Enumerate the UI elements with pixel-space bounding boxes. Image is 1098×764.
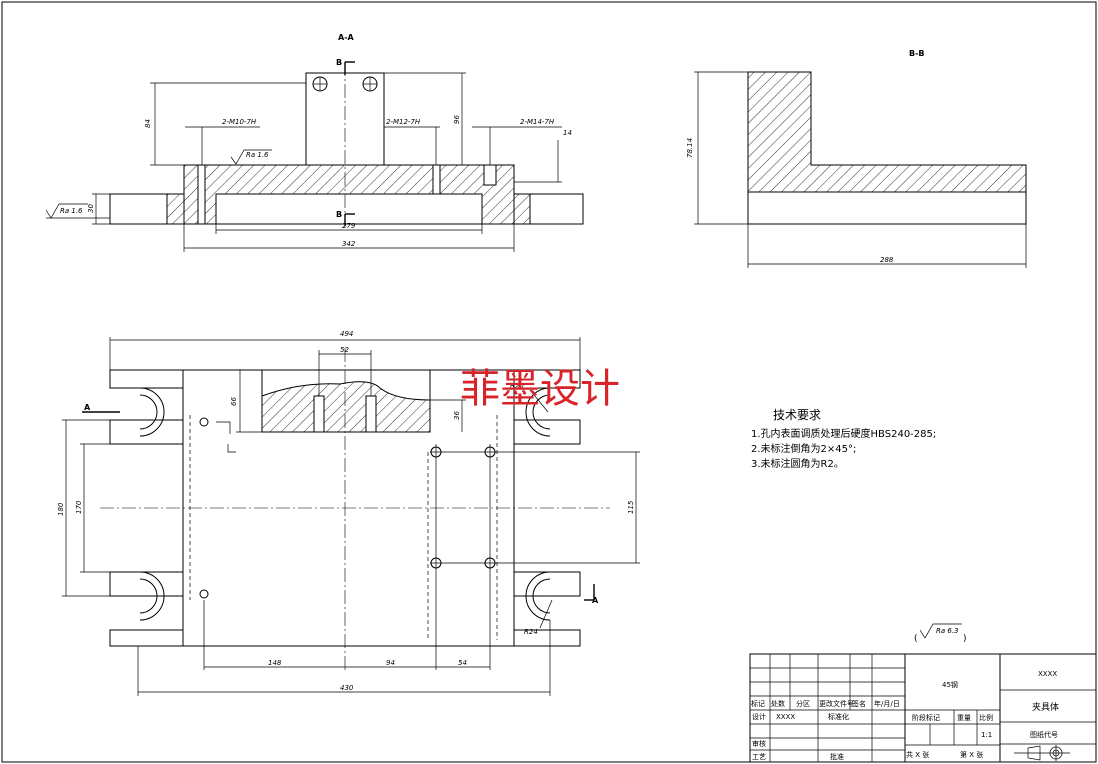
radius-r24: R24 <box>524 628 538 636</box>
dim-54: 54 <box>458 659 467 667</box>
tb-design-value: XXXX <box>776 713 795 721</box>
dim-52: 52 <box>340 346 349 354</box>
tb-sheets-total: 共 X 张 <box>906 750 929 759</box>
dim-30: 30 <box>87 204 95 213</box>
dim-96: 96 <box>453 115 461 124</box>
dim-170: 170 <box>75 500 83 514</box>
dim-279: 279 <box>342 222 356 230</box>
tech-req-line-3: 3.未标注圆角为R2。 <box>751 457 844 470</box>
cut-b-bottom: B <box>336 210 342 219</box>
svg-text:(: ( <box>914 634 918 644</box>
dim-342: 342 <box>342 240 356 248</box>
cut-a-right: A <box>592 596 599 605</box>
tb-review-label: 审核 <box>752 739 766 748</box>
dim-148: 148 <box>268 659 282 667</box>
technical-requirements: 技术要求 1.孔内表面调质处理后硬度HBS240-285; 2.未标注倒角为2×… <box>751 408 936 470</box>
dim-66: 66 <box>230 397 238 406</box>
general-roughness: ( Ra 6.3 ) <box>914 623 967 644</box>
section-b-b-label: B-B <box>909 49 925 58</box>
cut-b-top: B <box>336 58 342 67</box>
tb-sheet-num: 第 X 张 <box>960 750 983 759</box>
tb-header-date: 年/月/日 <box>874 699 900 708</box>
section-b-b-view: B-B 78.14 288 <box>686 49 1027 268</box>
title-block: 标记 处数 分区 更改文件号 签名 年/月/日 设计 XXXX 标准化 审核 工… <box>749 653 1097 763</box>
tb-weight: 重量 <box>957 714 971 722</box>
tb-company: XXXX <box>1038 670 1057 678</box>
tech-req-line-2: 2.未标注倒角为2×45°; <box>751 442 856 455</box>
tb-header-zone: 分区 <box>796 699 810 708</box>
tb-material: 45钢 <box>942 680 958 689</box>
tb-header-count: 处数 <box>771 699 785 708</box>
dim-78: 78.14 <box>686 138 694 158</box>
dim-288: 288 <box>880 256 894 264</box>
thread-m10: 2-M10-7H <box>222 118 257 126</box>
dim-94: 94 <box>386 659 395 667</box>
roughness-ra63: Ra 6.3 <box>936 627 959 635</box>
tb-design-label: 设计 <box>752 712 766 721</box>
dim-14: 14 <box>563 129 572 137</box>
section-a-a-label: A-A <box>338 33 355 42</box>
dim-115: 115 <box>627 500 635 514</box>
tech-req-title: 技术要求 <box>773 408 821 422</box>
tb-scale-label: 比例 <box>979 713 993 722</box>
roughness-ra16-left: Ra 1.6 <box>60 207 83 215</box>
tb-scale: 1:1 <box>981 731 992 739</box>
tb-process-label: 工艺 <box>752 753 766 761</box>
tb-part-name: 夹具体 <box>1032 701 1059 713</box>
tb-header-sign: 签名 <box>852 699 866 708</box>
thread-m12: 2-M12-7H <box>386 118 421 126</box>
tb-header-change-doc: 更改文件号 <box>819 699 854 708</box>
dim-494: 494 <box>340 330 353 338</box>
watermark: 菲墨设计 <box>460 366 620 412</box>
dim-84: 84 <box>144 119 152 128</box>
dim-180: 180 <box>57 502 65 516</box>
tb-header-mark: 标记 <box>751 699 765 708</box>
thread-m14: 2-M14-7H <box>520 118 555 126</box>
section-a-a-view: A-A B B 84 96 <box>45 33 584 252</box>
tb-stage-mark: 阶段标记 <box>912 713 940 722</box>
dim-430: 430 <box>340 684 354 692</box>
cut-a-left: A <box>84 403 91 412</box>
tech-req-line-1: 1.孔内表面调质处理后硬度HBS240-285; <box>751 427 936 440</box>
tb-drawing-code: 图纸代号 <box>1030 730 1058 739</box>
tb-standardize-label: 标准化 <box>828 712 849 721</box>
tb-approve-label: 批准 <box>830 752 844 761</box>
dim-36: 36 <box>453 411 461 420</box>
plan-view: A A 494 52 66 36 180 170 115 148 <box>57 330 640 696</box>
svg-text:): ) <box>963 634 967 644</box>
projection-symbol-icon <box>1014 745 1070 761</box>
radius-r20: R20 <box>510 382 524 390</box>
roughness-ra16-top: Ra 1.6 <box>246 151 269 159</box>
